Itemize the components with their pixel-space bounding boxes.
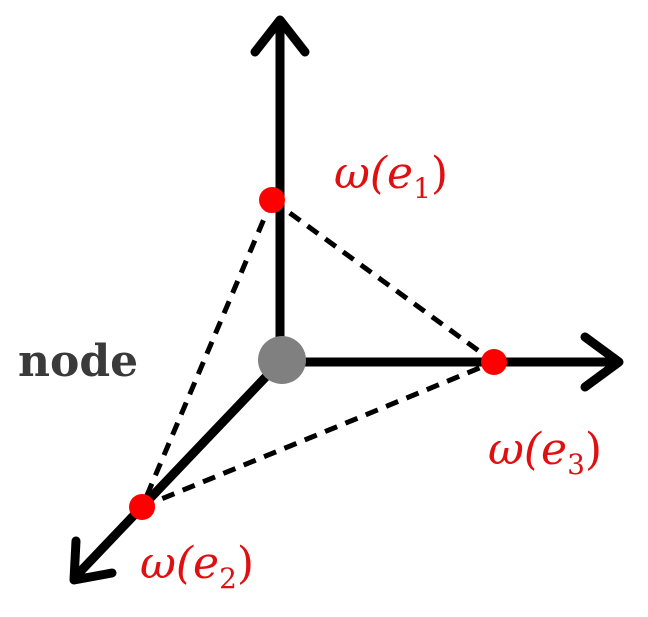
axes bbox=[69, 15, 624, 585]
node-circle bbox=[258, 336, 306, 384]
label-e3: ω(e3) bbox=[488, 424, 602, 481]
label-e1-base: ω(e bbox=[334, 148, 413, 199]
axis-right-arrowhead bbox=[580, 332, 624, 392]
dashed-edge-e1-e3 bbox=[270, 197, 496, 365]
label-e2-close: ) bbox=[237, 538, 254, 589]
axis-down-left bbox=[73, 357, 285, 579]
dashed-edge-e2-e3 bbox=[141, 359, 495, 510]
label-e3-base: ω(e bbox=[488, 424, 567, 475]
point-e1 bbox=[259, 187, 285, 213]
point-e2 bbox=[129, 494, 155, 520]
label-e2: ω(e2) bbox=[140, 538, 254, 595]
label-e1-close: ) bbox=[431, 148, 448, 199]
axis-up-arrowhead bbox=[250, 15, 310, 57]
label-e3-close: ) bbox=[585, 424, 602, 475]
label-e2-base: ω(e bbox=[140, 538, 219, 589]
label-e1: ω(e1) bbox=[334, 148, 448, 205]
node-label: node bbox=[18, 336, 138, 387]
label-e1-sub: 1 bbox=[413, 172, 431, 205]
dashed-edge-e1-e2 bbox=[139, 199, 275, 508]
label-e2-sub: 2 bbox=[219, 562, 237, 595]
axis-down-left-arrowhead bbox=[69, 536, 117, 585]
point-e3 bbox=[481, 349, 507, 375]
label-e3-sub: 3 bbox=[567, 448, 585, 481]
weight-triangle bbox=[139, 197, 496, 510]
